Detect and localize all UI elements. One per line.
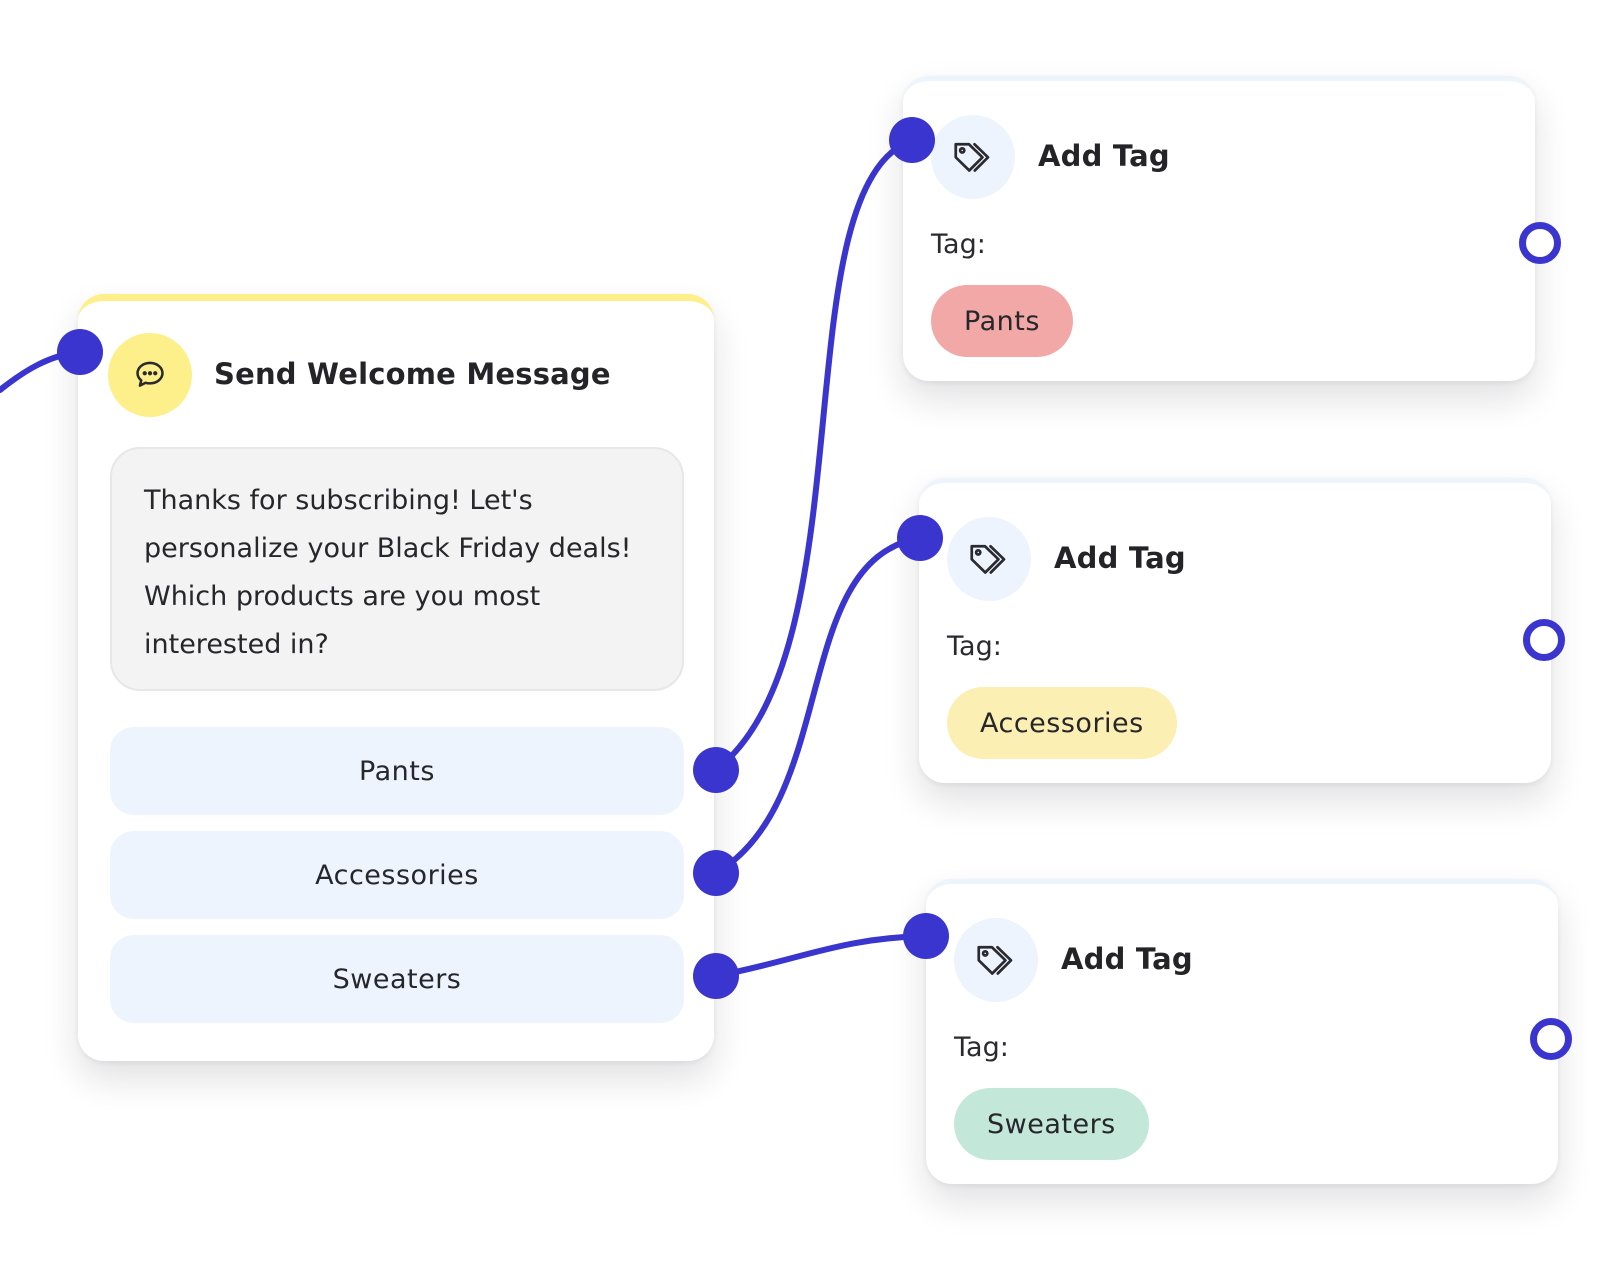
message-bubble: Thanks for subscribing! Let's personaliz… <box>110 447 684 691</box>
connector-sweaters <box>713 933 929 979</box>
input-port-tag-sweaters[interactable] <box>903 913 949 959</box>
tag-pill-accessories[interactable]: Accessories <box>947 687 1177 759</box>
tag-label: Tag: <box>947 631 1002 662</box>
input-port-tag-pants[interactable] <box>889 117 935 163</box>
chat-bubble-icon <box>108 333 192 417</box>
tag-pill-sweaters[interactable]: Sweaters <box>954 1088 1149 1160</box>
node-title: Send Welcome Message <box>214 357 611 391</box>
tag-label: Tag: <box>931 229 986 260</box>
choice-button-accessories[interactable]: Accessories <box>110 831 684 919</box>
output-port-tag-pants[interactable] <box>1519 222 1561 264</box>
output-port-sweaters[interactable] <box>693 953 739 999</box>
output-port-tag-accessories[interactable] <box>1523 619 1565 661</box>
tag-icon <box>947 517 1031 601</box>
output-port-tag-sweaters[interactable] <box>1530 1018 1572 1060</box>
tag-icon <box>931 115 1015 199</box>
choice-button-pants[interactable]: Pants <box>110 727 684 815</box>
tag-icon <box>954 918 1038 1002</box>
output-port-accessories[interactable] <box>693 850 739 896</box>
tag-label: Tag: <box>954 1032 1009 1063</box>
connector-pants <box>713 137 915 773</box>
choice-button-sweaters[interactable]: Sweaters <box>110 935 684 1023</box>
input-port-message[interactable] <box>57 329 103 375</box>
node-title: Add Tag <box>1054 541 1186 575</box>
add-tag-node-accessories[interactable]: Add Tag Tag: Accessories <box>919 478 1551 783</box>
input-port-tag-accessories[interactable] <box>897 515 943 561</box>
add-tag-node-pants[interactable]: Add Tag Tag: Pants <box>903 76 1535 381</box>
add-tag-node-sweaters[interactable]: Add Tag Tag: Sweaters <box>926 879 1558 1184</box>
connector-accessories <box>713 535 923 876</box>
output-port-pants[interactable] <box>693 747 739 793</box>
node-title: Add Tag <box>1061 942 1193 976</box>
send-welcome-message-node[interactable]: Send Welcome Message Thanks for subscrib… <box>78 294 714 1061</box>
tag-pill-pants[interactable]: Pants <box>931 285 1073 357</box>
node-title: Add Tag <box>1038 139 1170 173</box>
